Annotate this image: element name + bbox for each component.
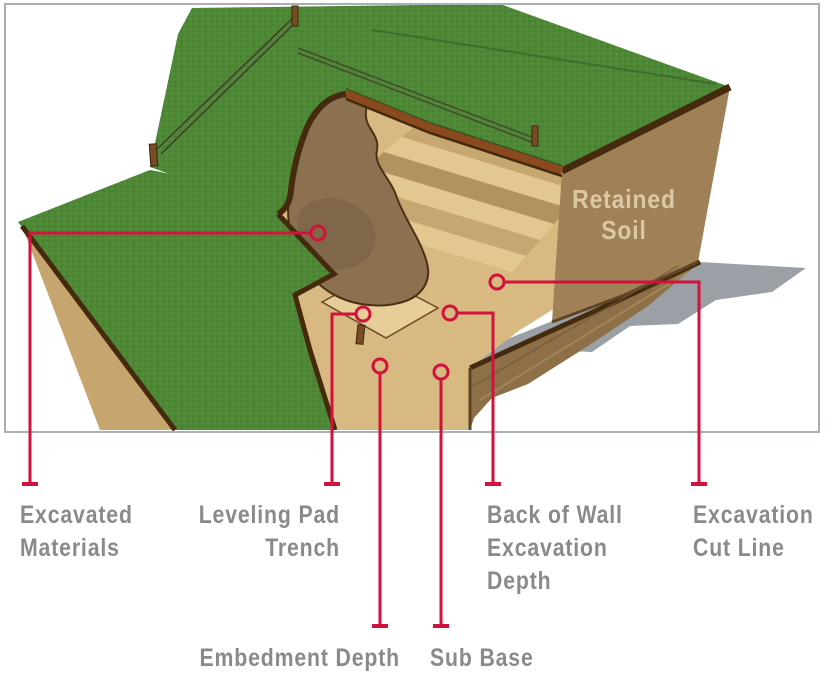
- string-line: [155, 15, 296, 151]
- label-excavation-cut-line: Excavation Cut Line: [693, 501, 814, 562]
- label-back-of-wall-excavation-depth: Back of Wall Excavation Depth: [487, 501, 623, 595]
- grass-platform-texture: [18, 170, 335, 430]
- excavation-step: [366, 152, 568, 224]
- excavated-pile-shading: [296, 198, 376, 270]
- callout-line-back-of-wall: [457, 311, 495, 483]
- excavation-step: [384, 137, 568, 208]
- sub-base-layer-line: [472, 265, 679, 387]
- callout-embedment-depth: [371, 357, 389, 628]
- front-soil-band: [470, 262, 700, 430]
- survey-stake: [531, 125, 539, 147]
- callout-line-excavation-cut-line: [504, 280, 701, 483]
- platform-pit-edge: [276, 212, 339, 431]
- callout-sub-base: [432, 363, 450, 628]
- survey-stake: [148, 143, 159, 167]
- callout-line-excavated-materials: [28, 231, 311, 483]
- label-excavated-materials: Excavated Materials: [20, 501, 133, 562]
- survey-stake: [291, 5, 299, 27]
- hill-cut-edge: [276, 91, 347, 217]
- string-line: [297, 52, 535, 144]
- retained-soil-label: Retained Soil: [572, 184, 676, 245]
- callout-leveling-pad-trench: [324, 305, 372, 486]
- survey-stake: [355, 324, 366, 345]
- platform-left-edge: [20, 224, 177, 431]
- callout-back-of-wall-excavation-depth: [441, 304, 501, 486]
- illustration-scene: [18, 5, 806, 431]
- sub-base-layer-line: [479, 271, 689, 401]
- retained-soil-face: [552, 87, 730, 322]
- topsoil-edge: [560, 83, 732, 175]
- callout-excavated-materials: [22, 224, 327, 486]
- callouts: [22, 224, 707, 628]
- string-line: [160, 19, 299, 155]
- grass-edge-line: [345, 88, 563, 167]
- string-line: [297, 47, 535, 139]
- label-embedment-depth: Embedment Depth: [199, 644, 400, 672]
- label-sub-base: Sub Base: [430, 644, 534, 672]
- excavation-step: [348, 167, 554, 240]
- callout-line-leveling-pad-trench: [330, 312, 356, 483]
- block-bottom-edge: [551, 260, 699, 324]
- grass-seam-line: [371, 29, 717, 85]
- label-leveling-pad-trench: Leveling Pad Trench: [198, 501, 340, 562]
- callout-excavation-cut-line: [488, 273, 707, 486]
- cut-strip-shadow-line: [345, 97, 563, 178]
- excavation-cut-strip: [344, 89, 564, 176]
